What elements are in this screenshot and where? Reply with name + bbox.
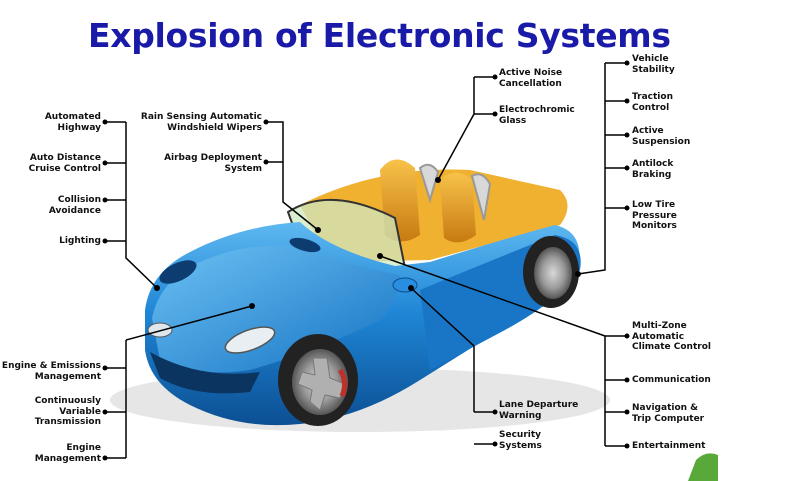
hood-scoop	[289, 237, 321, 253]
decorative-grass	[688, 453, 718, 481]
connector-lines	[105, 62, 627, 459]
hood-vent	[159, 260, 197, 284]
diagram-title: Explosion of Electronic Systems	[88, 16, 671, 55]
headlight-left	[147, 322, 173, 338]
front-grille	[150, 352, 260, 394]
headlight-right	[224, 326, 276, 354]
seat-right	[440, 172, 476, 243]
roll-bar-left	[418, 163, 440, 204]
connector-dots	[102, 60, 630, 461]
roll-bar-right	[470, 173, 492, 221]
label-lighting: Lighting	[59, 236, 101, 246]
rear-wheel	[534, 247, 572, 299]
label-entertainment: Entertainment	[632, 441, 706, 451]
label-navigation-trip-computer: Navigation &Trip Computer	[632, 403, 705, 424]
front-rim	[297, 357, 346, 411]
car-hood	[152, 245, 400, 373]
brake-caliper	[337, 368, 348, 397]
label-communication: Communication	[632, 375, 711, 385]
